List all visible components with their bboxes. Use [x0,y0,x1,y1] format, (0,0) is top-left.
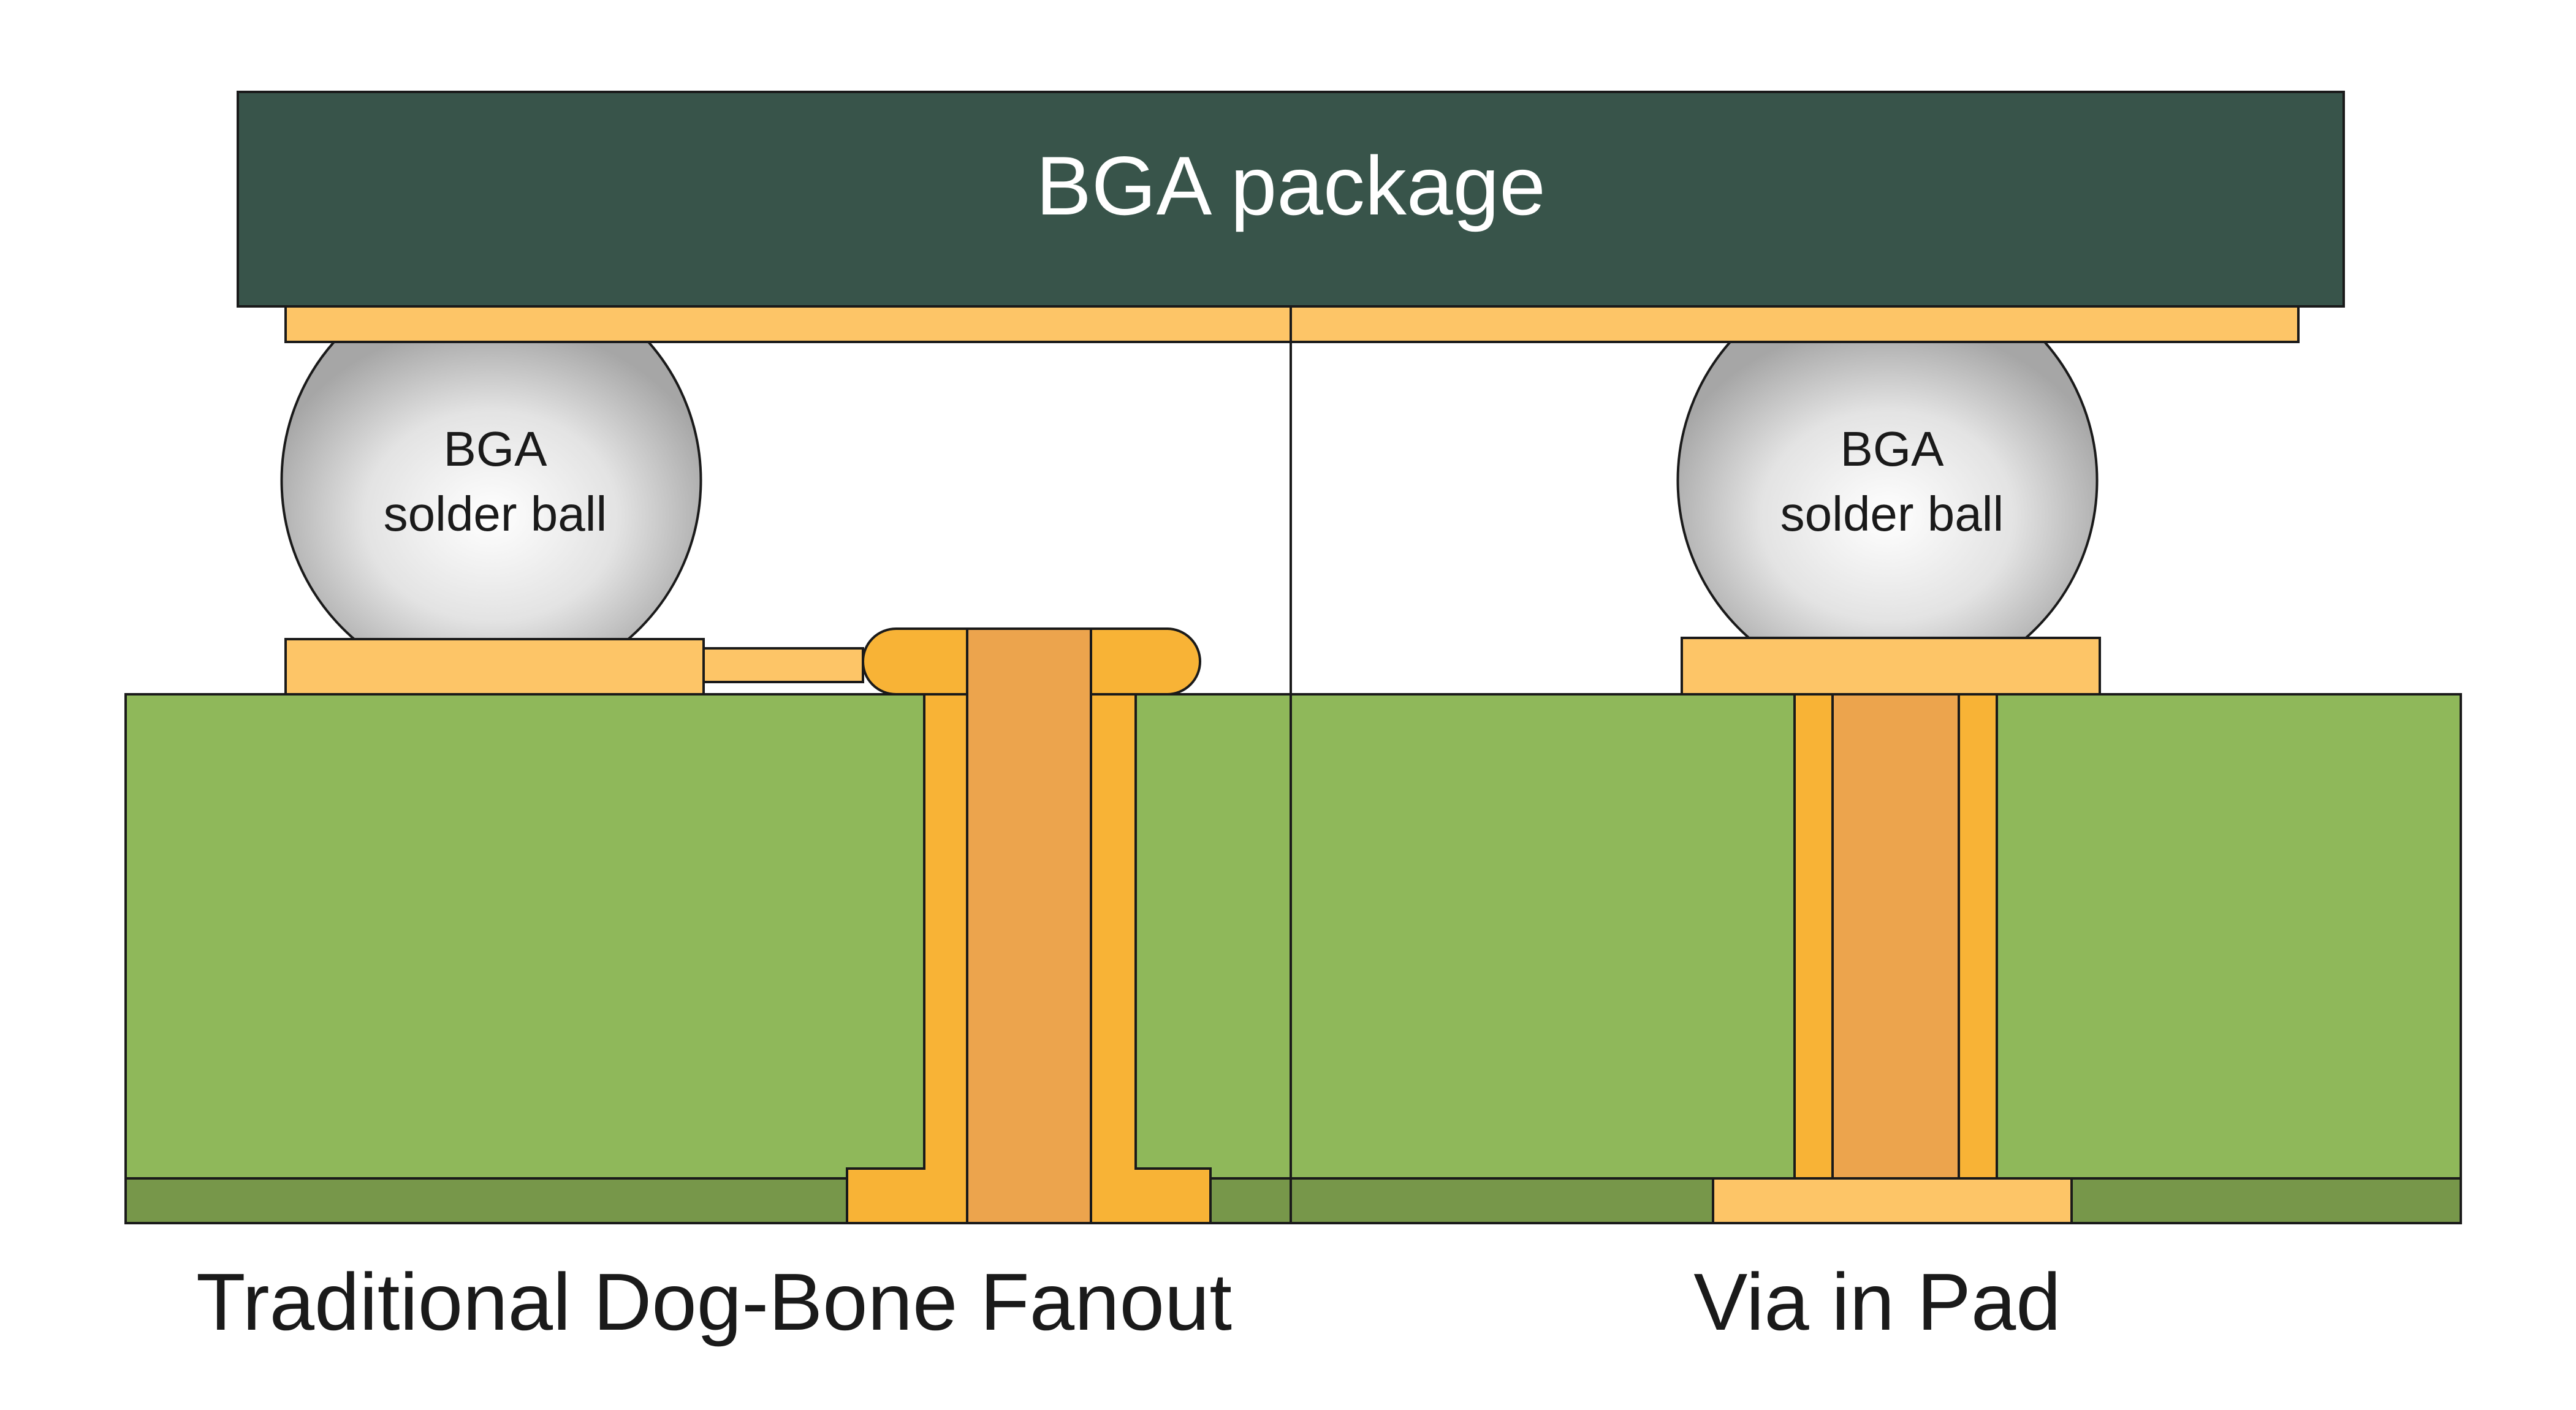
via-fill-right [1831,693,1960,1180]
ball-label-right-2: solder ball [1780,487,2004,541]
ball-label-left-1: BGA [444,422,548,476]
caption-right: Via in Pad [1693,1257,2061,1347]
pcb-pad-right [1681,637,2101,696]
via-bottom-pad-right [1712,1177,2073,1224]
pcb-board [124,693,2462,1180]
ball-label-right-1: BGA [1841,422,1945,476]
caption-left: Traditional Dog-Bone Fanout [196,1257,1232,1347]
dog-bone-trace [702,647,864,683]
bga-package-label: BGA package [1036,139,1546,232]
ball-label-left-2: solder ball [384,487,607,541]
pcb-bottom-layer [124,1177,2462,1224]
bga-package [237,91,2345,308]
pcb-pad-left [284,638,705,696]
via-fill-left [966,627,1092,1224]
